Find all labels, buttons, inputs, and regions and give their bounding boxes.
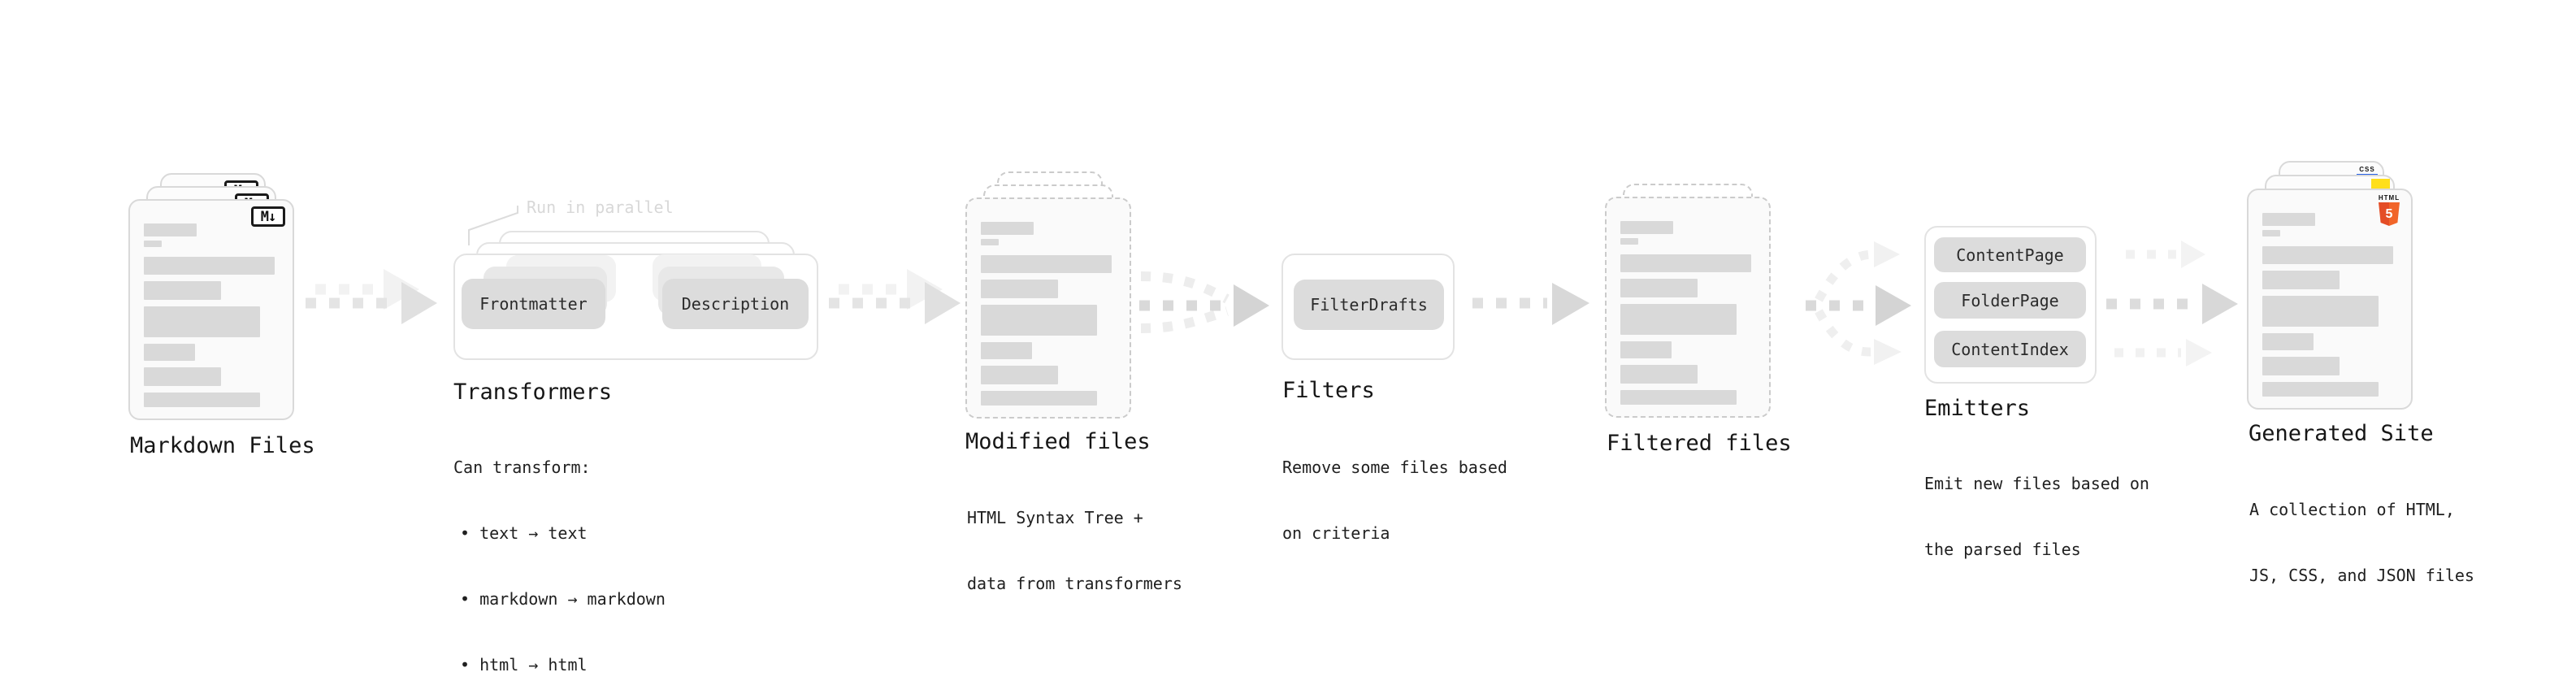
placeholder-text-bar xyxy=(2262,333,2314,350)
frontmatter-pill-label: Frontmatter xyxy=(479,294,588,314)
placeholder-text-bar xyxy=(144,367,221,386)
run-in-parallel-leader-line xyxy=(468,206,518,245)
markdown-files-label: Markdown Files xyxy=(130,433,315,458)
emitters-label: Emitters xyxy=(1924,396,2031,421)
placeholder-text-bar xyxy=(981,280,1058,298)
placeholder-text-bar xyxy=(2262,230,2280,236)
placeholder-text-bar xyxy=(981,342,1033,359)
placeholder-text-bar xyxy=(981,366,1058,384)
transformers-caption: Can transform: • text → text • markdown … xyxy=(453,413,666,681)
placeholder-text-bar xyxy=(1620,390,1737,405)
html5-icon-word: HTML xyxy=(2378,194,2400,202)
filtered-files-label: Filtered files xyxy=(1607,431,1792,456)
contentindex-emitter-pill: ContentIndex xyxy=(1934,331,2086,367)
arrow-modified-to-filters-merge xyxy=(1139,271,1269,333)
placeholder-text-bar xyxy=(1620,279,1698,297)
placeholder-text-bar xyxy=(1620,341,1672,358)
placeholder-text-bar xyxy=(2262,271,2340,289)
emitters-caption: Emit new files based on the parsed files xyxy=(1924,429,2149,605)
placeholder-text-bar xyxy=(981,305,1097,336)
frontmatter-transformer-pill: Frontmatter xyxy=(462,279,605,329)
placeholder-text-bar xyxy=(981,255,1112,273)
placeholder-text-bar xyxy=(1620,254,1752,272)
caption-line: JS, CSS, and JSON files xyxy=(2249,566,2474,585)
document-text-placeholder xyxy=(2262,213,2397,397)
folderpage-emitter-pill: FolderPage xyxy=(1934,282,2086,319)
placeholder-text-bar xyxy=(144,241,162,247)
site-file-doc-front: HTML 5 xyxy=(2247,189,2413,410)
caption-line: Emit new files based on xyxy=(1924,474,2149,493)
css-icon-word: CSS xyxy=(2359,166,2375,173)
placeholder-text-bar xyxy=(144,281,221,300)
placeholder-text-bar xyxy=(981,391,1097,406)
document-text-placeholder xyxy=(144,223,279,407)
placeholder-text-bar xyxy=(2262,213,2315,226)
arrow-transformers-to-modified xyxy=(829,269,961,324)
folderpage-pill-label: FolderPage xyxy=(1961,290,2059,310)
html5-icon: HTML 5 xyxy=(2378,194,2400,226)
arrow-emitters-to-site xyxy=(2106,241,2238,367)
placeholder-text-bar xyxy=(2262,382,2379,397)
placeholder-text-bar xyxy=(1620,304,1737,335)
html5-icon-number: 5 xyxy=(2385,206,2393,221)
filters-label: Filters xyxy=(1282,378,1375,403)
filtered-file-doc-front xyxy=(1605,197,1771,418)
caption-bullet: • text → text xyxy=(460,523,588,543)
arrow-markdown-to-transformers xyxy=(306,269,437,324)
caption-line: Can transform: xyxy=(453,458,591,477)
markdown-file-doc-front: M↓ xyxy=(128,199,294,420)
modified-files-caption: HTML Syntax Tree + data from transformer… xyxy=(967,463,1182,639)
modified-file-doc-front xyxy=(965,197,1131,419)
markdown-icon-glyph: M↓ xyxy=(260,208,277,225)
caption-line: HTML Syntax Tree + xyxy=(967,508,1143,527)
caption-bullet: • markdown → markdown xyxy=(460,589,666,609)
filterdrafts-pill-label: FilterDrafts xyxy=(1310,295,1428,314)
placeholder-text-bar xyxy=(144,223,197,236)
placeholder-text-bar xyxy=(981,239,999,245)
filters-caption: Remove some files based on criteria xyxy=(1282,413,1507,588)
caption-line: A collection of HTML, xyxy=(2249,500,2455,519)
placeholder-text-bar xyxy=(2262,296,2379,327)
transformers-label: Transformers xyxy=(453,380,613,405)
html5-icon-shield: 5 xyxy=(2379,202,2400,226)
arrow-filtered-to-emitters-fanout xyxy=(1806,241,1911,365)
arrow-filters-to-filtered xyxy=(1472,283,1589,325)
filterdrafts-pill: FilterDrafts xyxy=(1294,280,1444,330)
caption-bullet: • html → html xyxy=(460,655,588,674)
run-in-parallel-callout: Run in parallel xyxy=(527,197,674,217)
placeholder-text-bar xyxy=(2262,357,2340,375)
placeholder-text-bar xyxy=(1620,238,1638,245)
placeholder-text-bar xyxy=(144,393,260,407)
caption-line: data from transformers xyxy=(967,574,1182,593)
description-transformer-pill: Description xyxy=(662,279,809,329)
document-text-placeholder xyxy=(1620,221,1755,405)
placeholder-text-bar xyxy=(144,344,196,361)
modified-files-label: Modified files xyxy=(965,429,1151,454)
description-pill-label: Description xyxy=(681,294,790,314)
generated-site-label: Generated Site xyxy=(2249,421,2434,446)
placeholder-text-bar xyxy=(144,306,260,337)
placeholder-text-bar xyxy=(144,257,275,275)
caption-line: on criteria xyxy=(1282,523,1390,543)
placeholder-text-bar xyxy=(1620,365,1698,384)
caption-line: the parsed files xyxy=(1924,540,2081,559)
contentpage-pill-label: ContentPage xyxy=(1956,245,2064,265)
placeholder-text-bar xyxy=(2262,246,2394,264)
generated-site-caption: A collection of HTML, JS, CSS, and JSON … xyxy=(2249,455,2474,631)
document-text-placeholder xyxy=(981,222,1116,406)
markdown-icon: M↓ xyxy=(251,206,285,227)
contentpage-emitter-pill: ContentPage xyxy=(1934,237,2086,272)
placeholder-text-bar xyxy=(1620,221,1673,234)
placeholder-text-bar xyxy=(981,222,1034,235)
caption-line: Remove some files based xyxy=(1282,458,1507,477)
contentindex-pill-label: ContentIndex xyxy=(1951,339,2069,359)
